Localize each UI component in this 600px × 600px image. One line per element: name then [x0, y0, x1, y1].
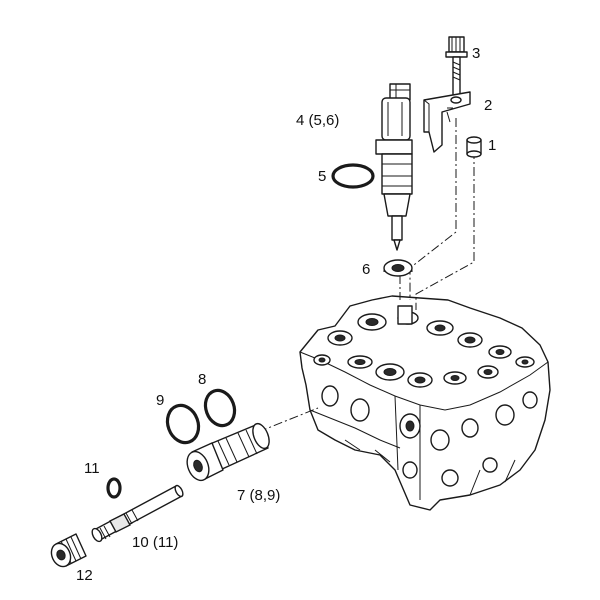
callout-10: 10 (11): [132, 534, 178, 551]
cylinder-head: [299, 295, 551, 511]
clamp-2: [423, 91, 471, 153]
callout-5: 5: [318, 168, 326, 185]
bolt-3: [445, 36, 468, 98]
callout-3: 3: [472, 45, 480, 62]
fitting-nut-12: [50, 533, 87, 568]
callout-2: 2: [484, 97, 492, 114]
o-ring-9: [165, 403, 201, 445]
callout-1: 1: [488, 137, 496, 154]
callout-7: 7 (8,9): [237, 487, 280, 504]
callout-9: 9: [156, 392, 164, 409]
o-ring-5: [331, 163, 375, 189]
washer-1: [466, 136, 482, 158]
callout-6: 6: [362, 261, 370, 278]
connector-7: [186, 422, 270, 482]
callout-12: 12: [76, 567, 93, 584]
pipe-10: [91, 484, 184, 543]
o-ring-11: [106, 477, 122, 499]
injector-4: [375, 83, 413, 251]
callout-11: 11: [84, 460, 100, 477]
callout-8: 8: [198, 371, 206, 388]
seal-6: [383, 259, 413, 277]
o-ring-8: [203, 388, 237, 428]
leader-lines: [257, 118, 475, 433]
callout-4: 4 (5,6): [296, 112, 339, 129]
